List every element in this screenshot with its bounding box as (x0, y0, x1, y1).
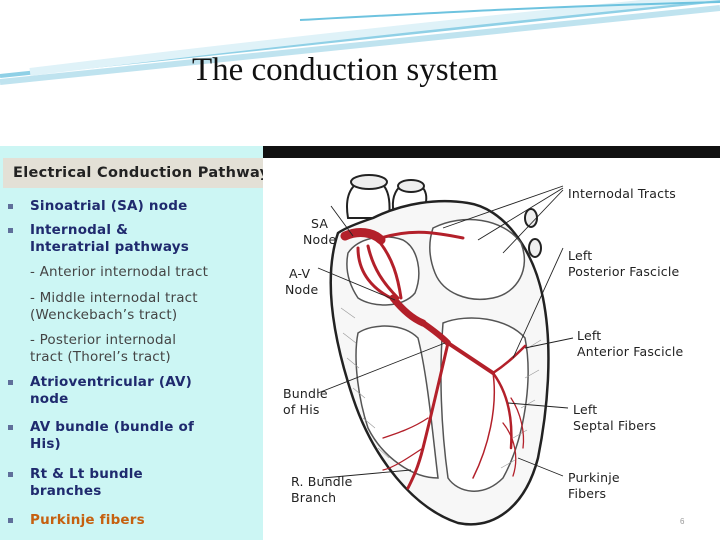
label-internodal-tracts: Internodal Tracts (568, 186, 676, 201)
list-subitem-anterior: - Anterior internodal tract (30, 264, 209, 280)
bullet-icon (8, 425, 13, 430)
list-item-av-node: Atrioventricular (AV) node (8, 374, 192, 408)
purkinje-fibers-line-2 (510, 397, 525, 449)
left-bundle-line (446, 341, 495, 375)
label-sa-node-line1: SA (311, 216, 328, 231)
label-av-node-line1: A-V (289, 266, 310, 281)
list-item-internodal: Internodal & Interatrial pathways (8, 222, 189, 256)
right-ventricle-shape (355, 325, 439, 479)
label-left-anterior-line1: Left (577, 328, 601, 343)
label-left-posterior-line2: Posterior Fascicle (568, 264, 680, 279)
av-node-shape (389, 294, 427, 327)
left-anterior-fascicle-line (491, 344, 527, 375)
list-item-sa-node: Sinoatrial (SA) node (8, 198, 187, 215)
middle-tract-line (366, 244, 400, 300)
interatrial-line (379, 230, 465, 240)
heart-diagram: Internodal Tracts SA Node A-V Node Left … (263, 158, 720, 540)
list-item-bundle-branches: Rt & Lt bundle branches (8, 466, 143, 500)
left-posterior-fascicle-line (491, 371, 513, 450)
label-left-anterior-line2: Anterior Fascicle (577, 344, 684, 359)
label-purkinje-line1: Purkinje (568, 470, 620, 485)
bullet-icon (8, 472, 13, 477)
anterior-tract-line (376, 238, 403, 300)
conduction-figure: Electrical Conduction Pathway Sinoatrial… (0, 146, 720, 540)
label-r-bundle-line1: R. Bundle (291, 474, 353, 489)
purkinje-fibers-line-4 (382, 447, 424, 471)
bundle-of-his-line (420, 320, 451, 346)
left-ventricle-shape (440, 317, 529, 492)
label-left-septal-line2: Septal Fibers (573, 418, 656, 433)
pathway-panel (0, 146, 263, 540)
slide-title: The conduction system (191, 52, 499, 88)
list-item-purkinje: Purkinje fibers (8, 512, 145, 529)
right-bundle-line (406, 341, 450, 490)
bullet-icon (8, 518, 13, 523)
posterior-tract-line (356, 246, 397, 302)
purkinje-fibers-line-3 (502, 422, 517, 477)
label-sa-node-line2: Node (303, 232, 337, 247)
bullet-icon (8, 228, 13, 233)
label-left-septal-line1: Left (573, 402, 597, 417)
purkinje-fibers-line-1 (472, 372, 496, 479)
list-subitem-posterior: - Posterior internodal tract (Thorel’s t… (30, 332, 177, 365)
bullet-icon (8, 380, 13, 385)
label-purkinje-line2: Fibers (568, 486, 606, 501)
decorative-swoosh (0, 0, 720, 90)
bullet-icon (8, 204, 13, 209)
label-left-posterior-line1: Left (568, 248, 592, 263)
purkinje-fibers-line-5 (382, 417, 429, 439)
label-bundle-his-line1: Bundle (283, 386, 328, 401)
label-av-node-line2: Node (285, 282, 319, 297)
list-item-av-bundle: AV bundle (bundle of His) (8, 419, 194, 453)
sa-node-shape (340, 228, 386, 245)
left-atrium-shape (429, 218, 526, 300)
list-subitem-middle: - Middle internodal tract (Wenckebach’s … (30, 290, 198, 323)
label-r-bundle-line2: Branch (291, 490, 336, 505)
slide-number: 6 (680, 517, 685, 526)
label-bundle-his-line2: of His (283, 402, 320, 417)
